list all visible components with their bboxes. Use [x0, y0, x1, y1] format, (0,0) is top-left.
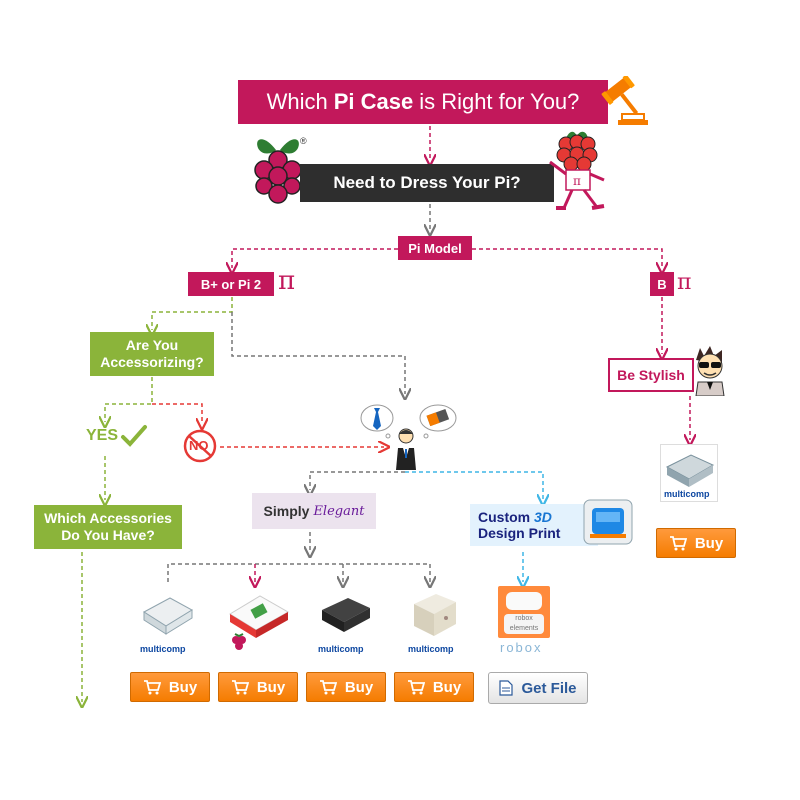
brand-multicomp-b: multicomp [664, 489, 710, 499]
person-sunglasses-icon [695, 346, 725, 396]
tie-icon [373, 408, 381, 430]
buy-button-case-clear[interactable]: Buy [130, 672, 210, 702]
cart-icon [143, 680, 161, 695]
custom-line1-row: Custom 3D [478, 509, 598, 525]
brand-multicomp-4: multicomp [408, 644, 454, 654]
businessman-icon [360, 404, 457, 470]
get-file-label: Get File [521, 679, 577, 697]
cart-icon [231, 680, 249, 695]
connector-acc-yes [105, 377, 153, 422]
buy-label: Buy [256, 678, 286, 696]
buy-label: Buy [168, 678, 198, 696]
case-black-product[interactable]: multicomp [316, 586, 374, 656]
connector-acc-no [152, 403, 202, 424]
case-beige-image [414, 594, 456, 636]
model-b-label: B [657, 276, 667, 292]
connector-businessman-elegant [310, 471, 405, 490]
buy-label: Buy [694, 534, 724, 552]
brand-multicomp-3: multicomp [318, 644, 364, 654]
pi-model-label: Pi Model [408, 240, 462, 256]
robox-case-top [506, 592, 542, 610]
which-accessories-line1: Which Accessories [44, 510, 172, 526]
connector-businessman-custom [405, 471, 543, 500]
dress-your-pi-label: Need to Dress Your Pi? [333, 173, 521, 192]
yes-label: YES [86, 427, 119, 444]
model-bplus-label: B+ or Pi 2 [200, 276, 262, 292]
simply-label: Simply [263, 503, 310, 519]
case-black-image [322, 598, 370, 632]
cart-icon [669, 536, 687, 551]
model-bplus-box[interactable]: B+ or Pi 2 [188, 272, 274, 296]
get-file-button[interactable]: Get File [488, 672, 588, 704]
accessorizing-line2: Accessorizing? [100, 354, 204, 370]
document-icon [499, 680, 514, 696]
brand-robox: robox [500, 640, 543, 655]
svg-text:®: ® [300, 136, 307, 146]
simply-elegant-box: Simply Elegant [252, 493, 376, 529]
gavel-icon [601, 76, 648, 125]
custom-3d-box: Custom 3D Design Print [470, 504, 598, 546]
custom-line1-accent: 3D [534, 509, 552, 525]
cart-icon [319, 680, 337, 695]
connector-bplus-accessorizing [152, 297, 233, 330]
title-bold: Pi Case [333, 89, 414, 114]
pi-symbol-b: π [677, 270, 692, 295]
accessorizing-line1: Are You [125, 337, 179, 353]
3d-printer-icon [583, 499, 633, 545]
svg-text:π: π [573, 174, 581, 188]
model-b-box[interactable]: B [650, 272, 674, 296]
pi-symbol-bplus: π [278, 266, 296, 296]
buy-button-case-red[interactable]: Buy [218, 672, 298, 702]
case-red-image [229, 595, 290, 650]
buy-button-case-black[interactable]: Buy [306, 672, 386, 702]
buy-button-case-beige[interactable]: Buy [394, 672, 474, 702]
check-icon [121, 425, 148, 447]
robox-case-label: robox elements [504, 614, 544, 634]
brand-multicomp-1: multicomp [140, 644, 186, 654]
pi-model-box: Pi Model [398, 236, 472, 260]
case-clear-product[interactable]: multicomp [138, 586, 196, 656]
buy-label: Buy [344, 678, 374, 696]
which-accessories-line2: Do You Have? [61, 527, 155, 543]
raspberry-mascot-icon: π [549, 131, 605, 210]
elegant-label: Elegant [313, 503, 365, 519]
case-b-image [665, 454, 715, 487]
buy-button-case-b[interactable]: Buy [656, 528, 736, 558]
no-label: NO [189, 438, 209, 453]
dress-your-pi-box: Need to Dress Your Pi? [300, 164, 554, 202]
custom-line2: Design Print [478, 525, 561, 541]
case-beige-product[interactable]: multicomp [406, 586, 464, 656]
connector-model-bplus [232, 248, 398, 268]
connector-bplus-businessman [231, 312, 405, 394]
yes-option[interactable]: YES [86, 424, 148, 448]
page-title: Which Pi Case is Right for You? [238, 80, 608, 124]
robox-product[interactable]: robox elements robox [496, 586, 552, 656]
connector-cases-row [167, 563, 430, 582]
buy-label: Buy [432, 678, 462, 696]
case-red-product[interactable] [222, 586, 292, 652]
accessorizing-box: Are You Accessorizing? [90, 332, 214, 376]
no-option[interactable]: NO [182, 428, 218, 464]
which-accessories-box: Which Accessories Do You Have? [34, 505, 182, 549]
robox-image: robox elements [498, 586, 550, 638]
raspberry-pi-logo: ® [254, 136, 307, 204]
custom-line1: Custom [478, 509, 531, 525]
be-stylish-label: Be Stylish [617, 367, 685, 383]
case-b-product[interactable]: multicomp [660, 444, 718, 502]
case-clear-image [143, 597, 193, 635]
cart-icon [407, 680, 425, 695]
no-icon [183, 429, 217, 463]
title-pre: Which [266, 89, 328, 114]
connector-model-b [472, 248, 662, 268]
be-stylish-box: Be Stylish [608, 358, 694, 392]
title-post: is Right for You? [419, 89, 580, 114]
